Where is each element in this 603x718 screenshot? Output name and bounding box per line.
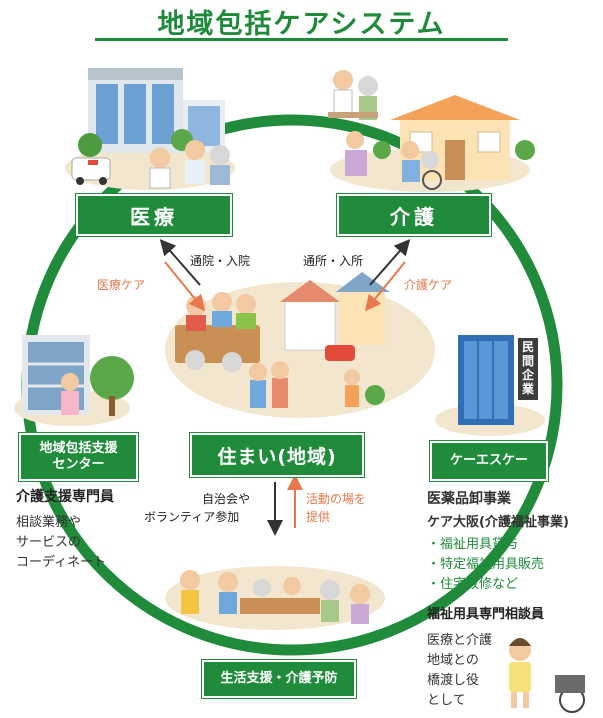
arrow-from-kaigo: [364, 261, 406, 312]
left-info-line-1: 相談業務や: [16, 515, 82, 530]
left-info-line-2: サービスの: [16, 535, 82, 550]
minkan-kigyo-sign: 民間企業: [521, 340, 534, 396]
right-info-item-2: ・特定福祉用具販売: [427, 557, 545, 572]
arrow-to-kaigo: [369, 238, 411, 286]
hospital-illustration: [65, 68, 235, 190]
right-info-heading-1: 医薬品卸事業: [427, 491, 511, 507]
seikatsu-label: 生活支援・介護予防: [220, 671, 338, 686]
kaigo-label: 介護: [390, 204, 438, 229]
tsuin-label: 通院・入院: [190, 254, 251, 268]
page-title: 地域包括ケアシステム: [157, 9, 446, 40]
company-building-illustration: [435, 335, 545, 436]
jichikai-label-1: 自治会や: [202, 492, 251, 506]
right-info-heading-3: 福祉用具専門相談員: [427, 607, 545, 622]
right-info-line-3: 橋渡し役: [427, 673, 480, 688]
sumai-box: 住まい(地域): [190, 433, 364, 477]
right-info-line-2: 地域との: [427, 653, 479, 668]
right-info-heading-2: ケア大阪(介護福祉事業): [427, 515, 569, 530]
arrow-from-iryo: [164, 261, 206, 312]
iryo-care-label: 医療ケア: [97, 278, 146, 292]
arrow-to-iryo: [159, 238, 201, 286]
left-info-heading: 介護支援専門員: [16, 489, 114, 505]
right-info-item-1: ・福祉用具貸与: [427, 537, 519, 552]
sumai-label: 住まい(地域): [217, 445, 337, 468]
community-illustration: [165, 272, 435, 418]
right-info-item-3: ・住宅改修など: [427, 577, 519, 592]
activity-illustration: [165, 566, 385, 630]
left-info-line-3: コーディネート: [16, 555, 107, 570]
kaigo-box: 介護: [337, 194, 491, 236]
care-facility-illustration: [328, 70, 535, 192]
right-info-line-1: 医療と介護: [427, 633, 493, 648]
seikatsu-box: 生活支援・介護予防: [202, 660, 356, 698]
kesuke-label: ケーエスケー: [449, 453, 528, 468]
support-center-box: 地域包括支援 センター: [19, 433, 138, 481]
iryo-box: 医療: [76, 194, 232, 236]
right-info-line-4: として: [427, 693, 466, 708]
jichikai-label-2: ボランティア参加: [144, 510, 240, 524]
kesuke-box: ケーエスケー: [430, 441, 548, 481]
title-underline: [95, 38, 508, 41]
iryo-label: 医療: [130, 204, 178, 229]
support-center-label: 地域包括支援 センター: [39, 441, 118, 472]
care-advisor-illustration: [509, 638, 585, 713]
kaigo-care-label: 介護ケア: [404, 278, 453, 292]
tsusho-label: 通所・入所: [303, 254, 364, 268]
support-center-illustration: [14, 335, 134, 426]
katsudo-label-1: 活動の場を: [306, 492, 367, 506]
katsudo-label-2: 提供: [306, 510, 331, 524]
